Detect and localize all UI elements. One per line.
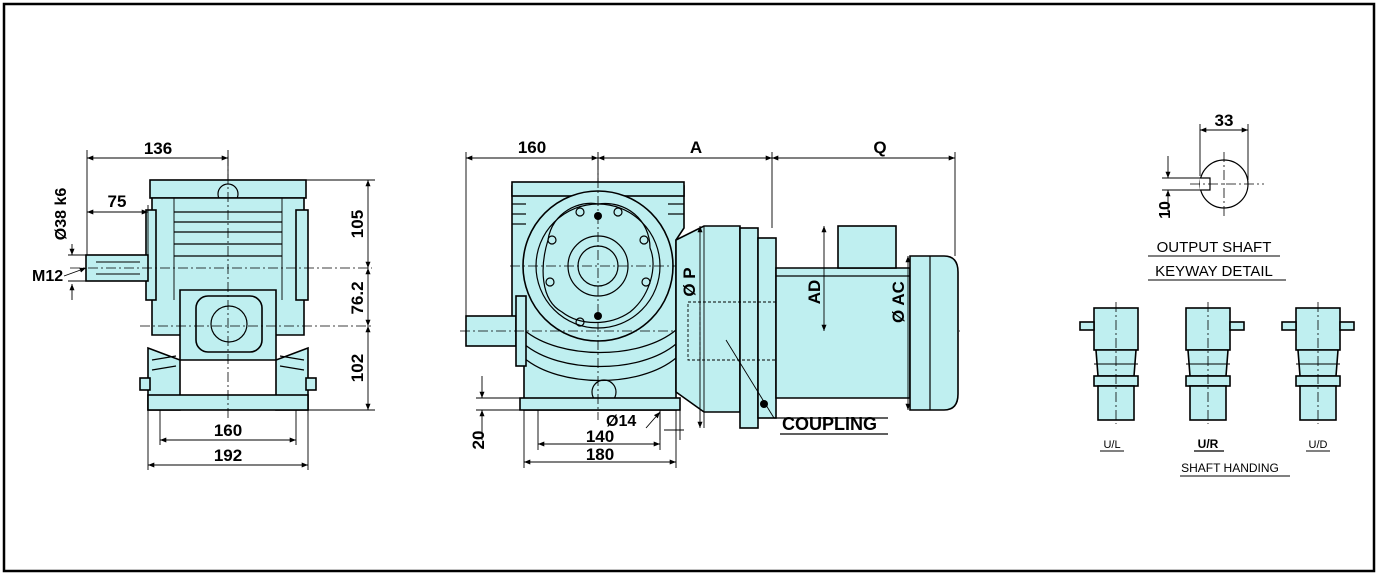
dim-width-top: 160 <box>518 138 546 157</box>
handing-ur-label: U/R <box>1198 437 1219 451</box>
keyway-depth: 10 <box>1157 201 1174 219</box>
dim-h-mid: 76.2 <box>348 281 367 314</box>
dim-thread: M12 <box>32 268 63 285</box>
keyway-caption-2: KEYWAY DETAIL <box>1155 263 1273 280</box>
handing-unit-ud: U/D <box>1281 302 1355 452</box>
dim-shaft-length: 75 <box>108 192 127 211</box>
coupling-label: COUPLING <box>782 414 877 434</box>
dim-ac: Ø AC <box>889 281 908 323</box>
shaft-handing: U/L U/R U/D SHAFT HANDI <box>1079 302 1355 477</box>
dim-a: A <box>690 138 702 157</box>
side-view: 136 75 Ø38 k6 M12 105 76.2 102 160 192 <box>32 139 375 470</box>
dim-foot-inner: 160 <box>214 421 242 440</box>
dim-h-bot: 102 <box>348 354 367 382</box>
dim-p: Ø P <box>680 267 699 296</box>
handing-caption: SHAFT HANDING <box>1181 461 1279 475</box>
handing-ud-label: U/D <box>1309 439 1328 451</box>
dim-ad: AD <box>805 280 824 305</box>
dim-top-width: 136 <box>144 139 172 158</box>
handing-ul-label: U/L <box>1103 439 1120 451</box>
handing-unit-ul: U/L <box>1079 302 1139 452</box>
dim-hole: Ø14 <box>606 413 636 430</box>
dim-foot-outer-front: 180 <box>586 445 614 464</box>
front-view: 160 A Q Ø P AD Ø AC COUPLING Ø14 20 <box>460 138 960 468</box>
dim-h-top: 105 <box>348 210 367 238</box>
dim-foot-outer: 192 <box>214 446 242 465</box>
keyway-detail: 33 10 OUTPUT SHAFT KEYWAY DETAIL <box>1148 111 1286 281</box>
keyway-caption-1: OUTPUT SHAFT <box>1157 239 1272 256</box>
dim-shaft-dia: Ø38 k6 <box>53 188 70 241</box>
dim-foot-inner-front: 140 <box>586 427 614 446</box>
dim-q: Q <box>873 138 886 157</box>
keyway-width: 33 <box>1215 111 1234 130</box>
dim-foot-h: 20 <box>469 431 488 450</box>
handing-unit-ur: U/R <box>1185 302 1245 452</box>
